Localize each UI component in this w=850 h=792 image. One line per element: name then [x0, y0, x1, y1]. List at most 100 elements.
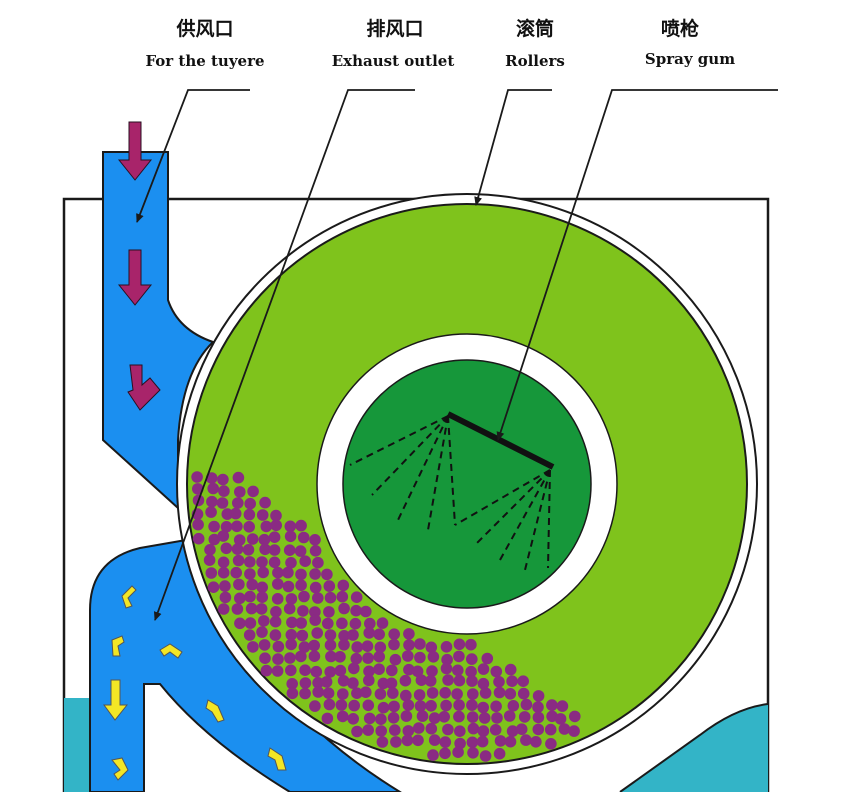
pellet — [311, 627, 324, 639]
pellet — [438, 711, 451, 723]
pellet — [323, 698, 336, 711]
pellet — [351, 725, 363, 738]
pellet — [268, 531, 281, 543]
pellet — [426, 687, 439, 699]
pellet — [217, 603, 230, 615]
pellet — [321, 568, 333, 581]
pellet — [403, 663, 415, 676]
pellet — [336, 710, 349, 723]
pellet — [295, 579, 307, 591]
pellet — [399, 674, 412, 687]
pellet — [294, 545, 307, 557]
pellet — [217, 566, 230, 579]
pellet — [298, 590, 310, 603]
pellet — [373, 663, 385, 675]
pellet — [413, 722, 425, 734]
pellet — [363, 665, 375, 678]
pellet — [295, 519, 307, 532]
pellet — [325, 650, 337, 663]
pellet — [440, 662, 453, 675]
pellet — [489, 724, 502, 736]
pellet — [361, 640, 374, 652]
pellet — [191, 471, 203, 483]
pellet — [268, 556, 281, 569]
pellet — [477, 701, 490, 714]
pellet — [258, 639, 271, 651]
pellet — [282, 580, 295, 593]
pellet — [376, 617, 389, 629]
pellet — [416, 710, 429, 722]
pellet — [402, 650, 414, 662]
pellet — [348, 699, 361, 712]
pellet — [544, 723, 557, 736]
down-arrow-icon — [103, 679, 129, 721]
pellet — [467, 722, 480, 735]
pellet — [493, 747, 506, 760]
pellet — [515, 723, 528, 735]
exhaust-label-en: Exhaust outlet — [331, 52, 455, 70]
pellet — [452, 746, 464, 758]
pellet — [491, 712, 503, 724]
pellet — [312, 592, 324, 604]
pellet — [217, 556, 230, 569]
pellet — [467, 688, 479, 700]
pellet — [376, 736, 389, 748]
pellet — [481, 652, 494, 665]
pellet — [428, 712, 441, 724]
pellet — [260, 520, 273, 533]
pellet — [517, 687, 530, 700]
pellet — [299, 687, 311, 700]
pellet — [490, 665, 503, 678]
pellet — [268, 544, 281, 556]
pellet — [192, 532, 205, 545]
leader-spray — [496, 89, 778, 441]
pellet — [244, 497, 256, 510]
pellet — [259, 543, 271, 556]
curved-arrow-icon — [127, 364, 161, 411]
pellet — [206, 495, 218, 508]
pellet — [494, 735, 507, 747]
pellet — [338, 630, 350, 642]
pellet — [467, 747, 479, 759]
pellet — [272, 578, 284, 590]
pellet — [207, 482, 219, 495]
pellet — [220, 542, 233, 555]
pellet — [532, 701, 544, 713]
pellet — [309, 545, 322, 557]
pellet — [336, 617, 348, 630]
chevron-icon — [267, 747, 287, 771]
pellet — [440, 641, 453, 653]
pellet — [506, 675, 518, 687]
spray-label-en: Spray gum — [644, 50, 736, 68]
pellet — [324, 639, 337, 651]
pellet — [258, 615, 270, 627]
pellet — [374, 688, 387, 700]
leader-air-inlet — [136, 89, 250, 223]
pellet — [569, 710, 581, 723]
pellet — [257, 566, 270, 579]
pellet — [323, 606, 335, 618]
pellet — [297, 605, 309, 617]
exhaust-flow-arrows — [103, 585, 287, 781]
pellet — [414, 638, 426, 650]
pellet — [243, 629, 256, 641]
pellet — [256, 556, 268, 568]
chevron-icon — [111, 757, 129, 781]
pellet — [520, 734, 532, 746]
pellet — [322, 687, 335, 699]
pellet — [466, 711, 479, 723]
drum-core — [342, 359, 592, 609]
air-inlet-duct — [102, 151, 215, 511]
air-flow-arrows — [117, 121, 161, 411]
exhaust-label-zh: 排风口 — [366, 18, 424, 40]
pellet — [364, 617, 376, 630]
pellet — [334, 651, 346, 663]
pellet — [337, 688, 349, 700]
pellet — [233, 534, 246, 546]
pellet — [337, 675, 350, 687]
pellet — [402, 725, 415, 737]
pellet — [466, 675, 478, 687]
pellet — [532, 711, 545, 724]
pellet — [390, 736, 402, 748]
pellet — [424, 675, 437, 687]
